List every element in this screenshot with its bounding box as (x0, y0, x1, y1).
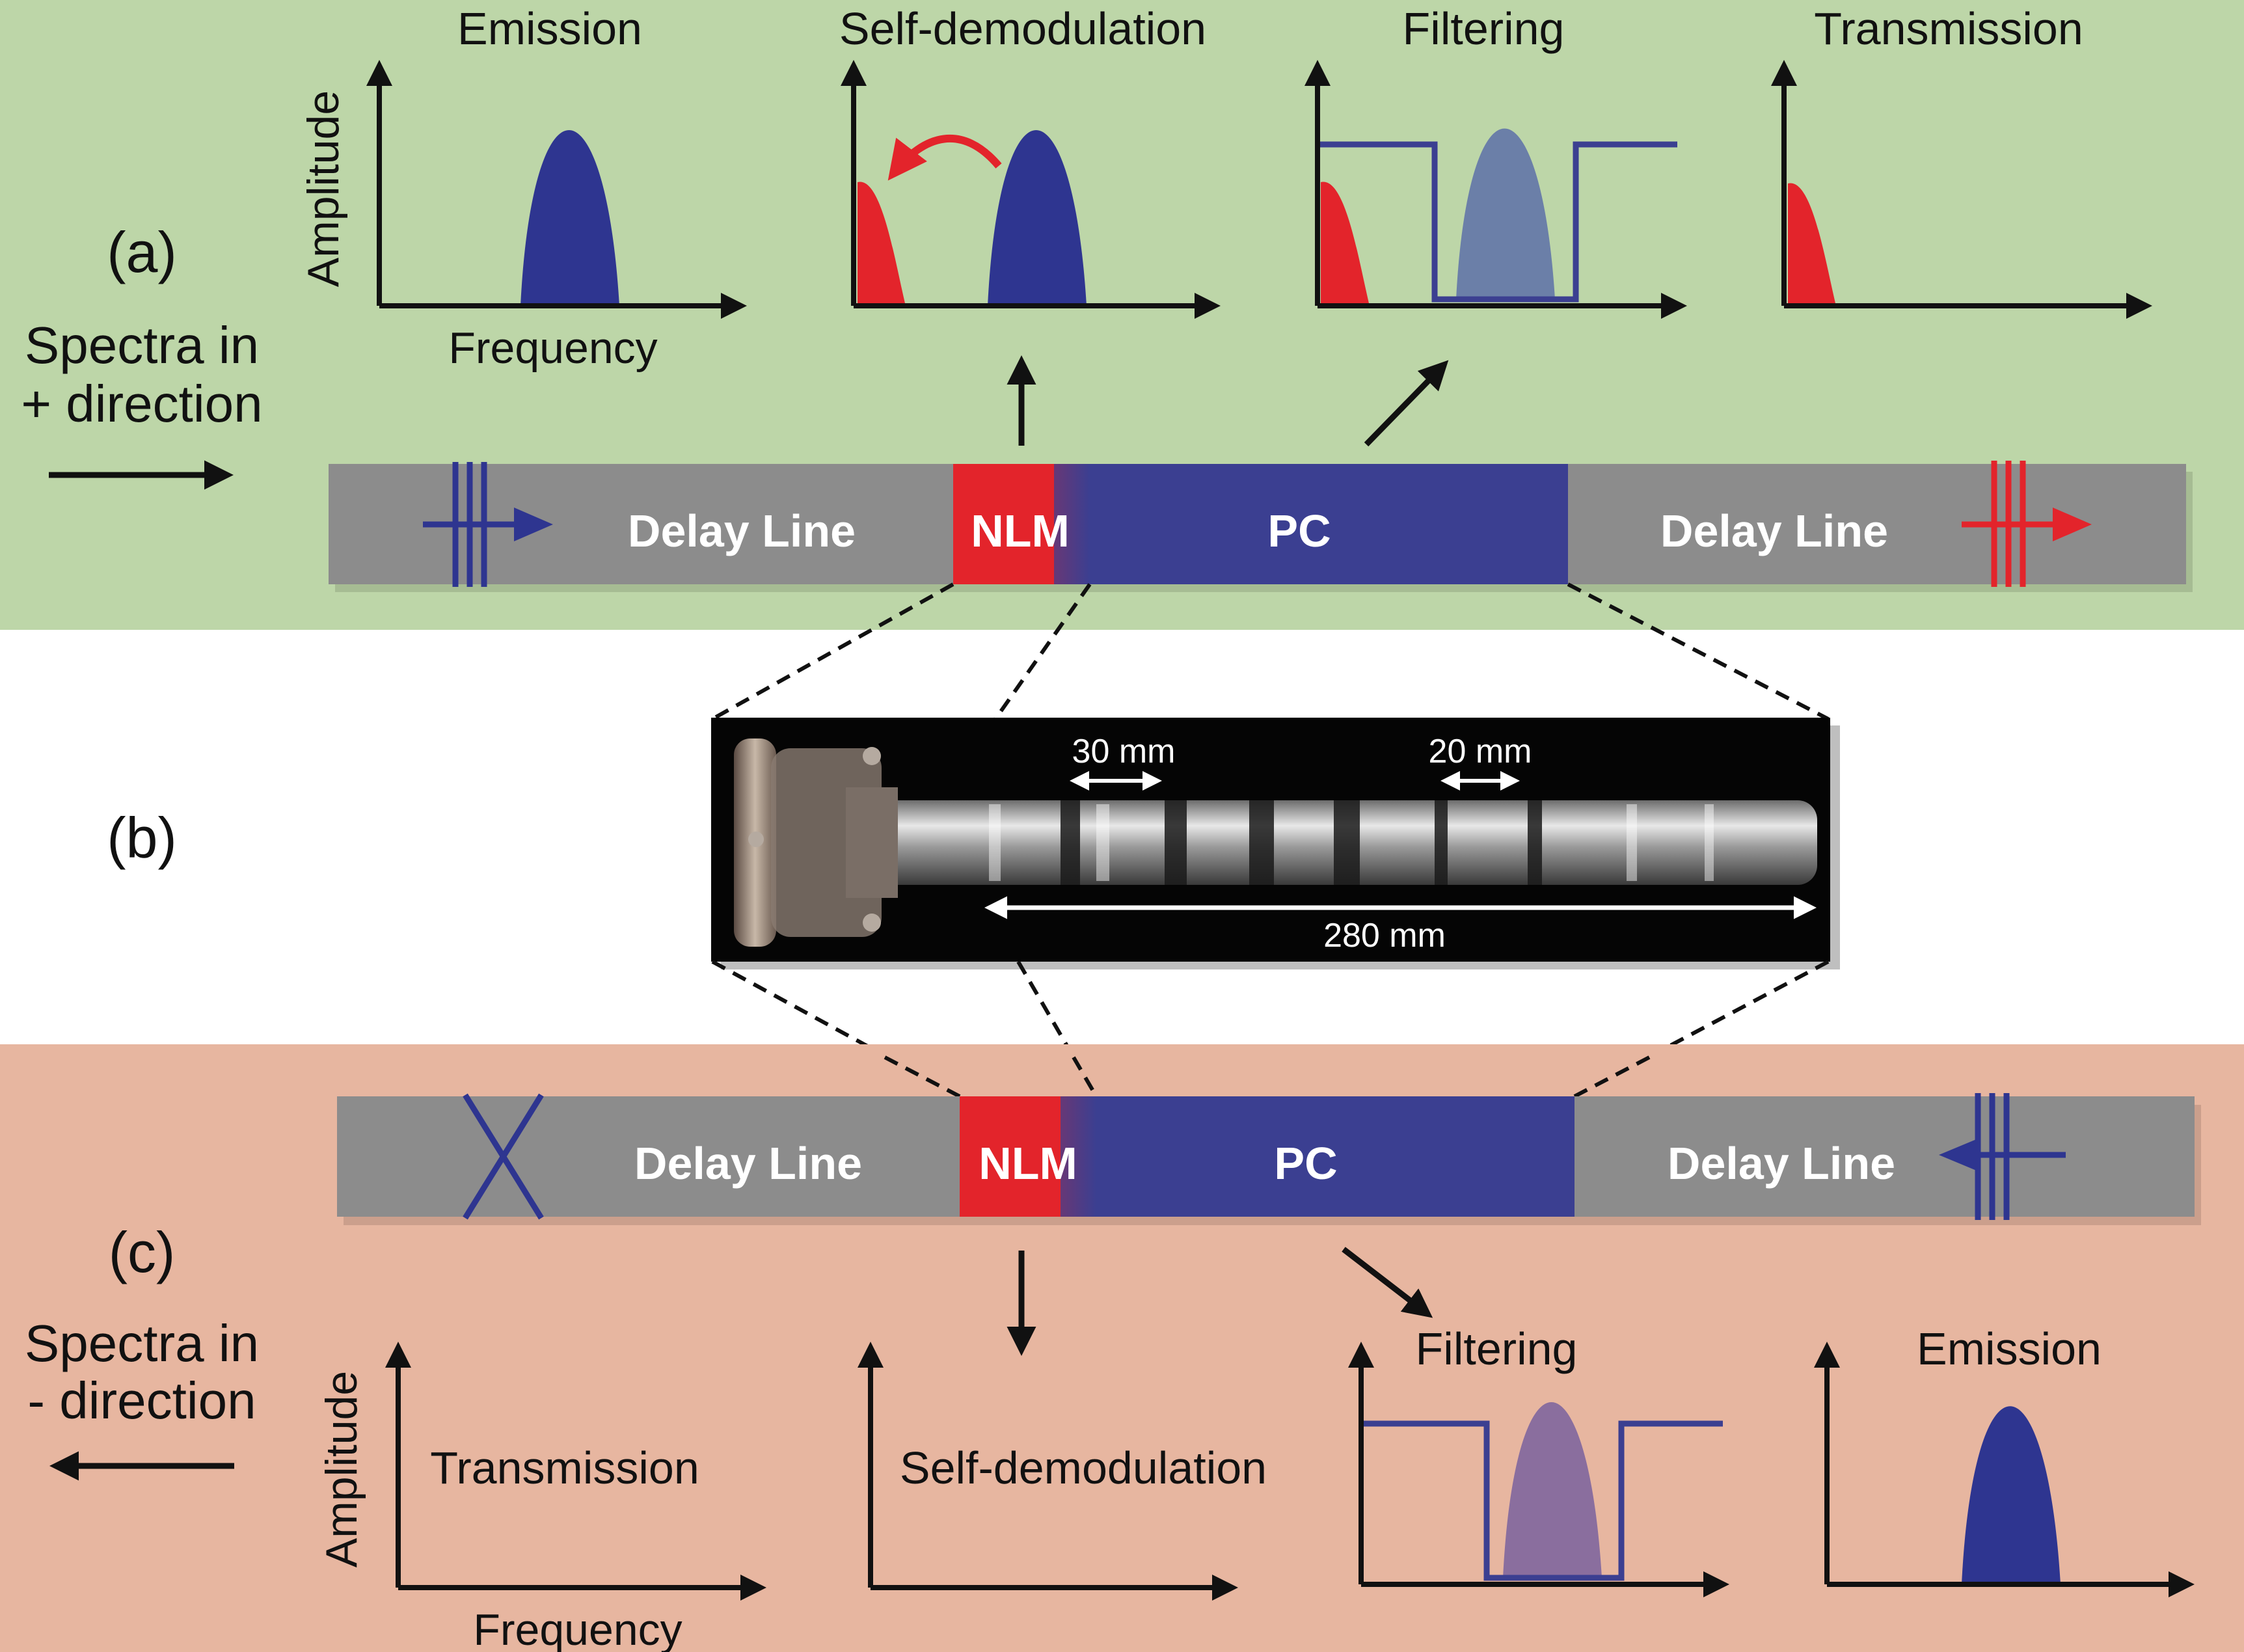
y-axis-label: Amplitude (317, 1371, 366, 1567)
delay-line-left-label: Delay Line (634, 1138, 862, 1189)
rod-highlights (989, 804, 1714, 881)
nlm-label: NLM (971, 506, 1070, 556)
photo-sample: 30 mm 20 mm 280 mm (711, 718, 1840, 969)
nlm-solid (960, 1096, 1061, 1217)
demodulated-peak (858, 182, 906, 306)
panel-c-direction-text-1: Spectra in (25, 1314, 259, 1372)
filtered-peak (1503, 1402, 1602, 1578)
panel-c-direction-text-2: - direction (27, 1372, 256, 1429)
delay-line-left (337, 1096, 960, 1217)
plot-a-filtering: Filtering (1304, 3, 1687, 319)
pc-block (1090, 464, 1568, 584)
plot-a-transmission-title: Transmission (1814, 3, 2083, 54)
plot-a-emission: Emission Amplitude Frequency (299, 3, 747, 373)
plot-a-filtering-title: Filtering (1403, 3, 1565, 54)
plot-c-transmission-title: Transmission (430, 1442, 699, 1493)
diagonal-arrow-to-filtering (1342, 1247, 1433, 1318)
filter-response-line (1361, 1420, 1723, 1581)
flange-neck (846, 787, 898, 898)
dimension-label-280mm: 280 mm (1323, 917, 1446, 955)
panel-b-label: (b) (107, 806, 177, 870)
output-wave-symbol (1962, 461, 2092, 587)
zoom-lines-bottom-continued (884, 1055, 1651, 1098)
nlm-label: NLM (979, 1138, 1077, 1189)
plot-a-self-demodulation-title: Self-demodulation (839, 3, 1206, 54)
zoom-lines-top (711, 582, 1830, 721)
input-wave-symbol (423, 462, 553, 587)
panel-a-label: (a) (107, 220, 177, 284)
pc-label: PC (1267, 506, 1331, 556)
blocked-cross-symbol (463, 1093, 544, 1220)
plot-c-filtering-title: Filtering (1416, 1323, 1578, 1374)
y-axis-label: Amplitude (299, 90, 348, 287)
plot-c-emission-title: Emission (1917, 1323, 2102, 1374)
filter-response-line (1316, 141, 1677, 303)
filtered-peak (1456, 128, 1555, 299)
demodulated-peak (1321, 182, 1370, 306)
plot-c-self-demodulation-title: Self-demodulation (900, 1442, 1267, 1493)
emission-peak (520, 130, 619, 306)
demodulation-curved-arrow (887, 134, 1002, 181)
x-axis-label: Frequency (473, 1605, 682, 1652)
delay-line-right-label: Delay Line (1668, 1138, 1895, 1189)
flange-bolt (863, 747, 881, 765)
dimension-label-20mm: 20 mm (1429, 733, 1532, 770)
waveguide-bar-a: Delay Line NLM PC Delay Line (329, 464, 2193, 592)
transmitted-peak (1788, 183, 1836, 306)
emission-peak (1962, 1406, 2061, 1584)
panel-a-direction-text-1: Spectra in (25, 316, 259, 374)
flange-bolt (748, 832, 764, 847)
delay-line-right-label: Delay Line (1660, 506, 1888, 556)
delay-line-left-label: Delay Line (628, 506, 856, 556)
delay-line-right (1575, 1096, 2195, 1217)
emission-peak (988, 130, 1087, 306)
plot-a-emission-title: Emission (457, 3, 642, 54)
plot-c-transmission: Transmission Amplitude Frequency (317, 1342, 766, 1652)
plot-c-emission: Emission (1814, 1323, 2195, 1597)
plot-c-self-demodulation: Self-demodulation (858, 1342, 1267, 1601)
backward-input-wave-symbol (1939, 1093, 2066, 1220)
panel-c-label: (c) (109, 1220, 176, 1284)
nlm-solid (953, 464, 1054, 584)
diagonal-arrow-to-filtering (1364, 360, 1449, 447)
pc-block (1096, 1096, 1575, 1217)
waveguide-bar-c: Delay Line NLM PC Delay Line (337, 1096, 2201, 1225)
plot-a-self-demodulation: Self-demodulation (839, 3, 1221, 319)
x-axis-label: Frequency (448, 323, 657, 373)
dimension-label-30mm: 30 mm (1072, 733, 1176, 770)
plot-a-transmission: Transmission (1771, 3, 2152, 319)
plot-c-filtering: Filtering (1348, 1323, 1729, 1597)
pc-label: PC (1274, 1138, 1337, 1189)
rod-segments (1061, 800, 1542, 885)
panel-a-direction-text-2: + direction (21, 375, 262, 433)
flange-bolt (863, 914, 881, 932)
